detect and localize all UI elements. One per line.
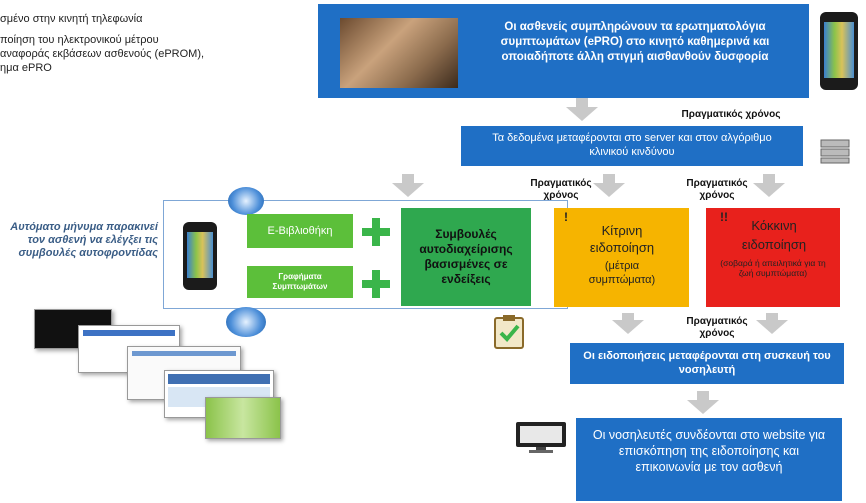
plus-icon (362, 270, 390, 298)
intro-line: σμένο στην κινητή τηλεφωνία (0, 13, 143, 25)
symptom-graphs-label: Γραφήματα Συμπτωμάτων (272, 272, 328, 291)
server-icon (818, 136, 852, 166)
server-box-text: Τα δεδομένα μεταφέρονται στο server και … (492, 132, 772, 158)
intro-line: αναφοράς εκβάσεων ασθενούς (ePROM), (0, 48, 205, 60)
monitor-icon (514, 420, 568, 454)
yellow-alert-mark: ! (564, 210, 568, 224)
nurse-device-box: Οι ειδοποιήσεις μεταφέρονται στη συσκευή… (570, 343, 844, 384)
realtime-label: Πραγματικός χρόνος (686, 316, 748, 339)
patient-survey-box: Οι ασθενείς συμπληρώνουν τα ερωτηματολόγ… (318, 4, 809, 98)
yellow-alert-box: ! Κίτρινη ειδοποίηση (μέτρια συμπτώματα) (554, 208, 689, 307)
elibrary-label: Ε-Βιβλιοθήκη (267, 225, 333, 237)
chat-badge-icon (226, 307, 266, 337)
red-alert-detail: (σοβαρά ή απειλητικά για τη ζωή συμπτώμα… (720, 258, 826, 278)
realtime-label: Πραγματικός χρόνος (681, 109, 781, 120)
server-box: Τα δεδομένα μεταφέρονται στο server και … (461, 126, 803, 166)
intro-text: σμένο στην κινητή τηλεφωνία ποίηση του η… (0, 12, 300, 75)
auto-message-text: Αυτόματο μήνυμα παρακινεί τον ασθενή να … (10, 221, 158, 259)
nurse-device-text: Οι ειδοποιήσεις μεταφέρονται στη συσκευή… (583, 350, 831, 376)
red-alert-mark: !! (720, 210, 728, 224)
patient-photo (340, 18, 458, 88)
intro-line: ποίηση του ηλεκτρονικού μέτρου (0, 34, 159, 46)
symptom-graphs-box: Γραφήματα Συμπτωμάτων (247, 266, 353, 298)
plus-icon (362, 218, 390, 246)
website-text: Οι νοσηλευτές συνδέονται στο website για… (592, 428, 826, 474)
clipboard-check-icon (492, 313, 526, 349)
monitor-badge-icon (228, 187, 264, 215)
realtime-label: Πραγματικός χρόνος (530, 178, 592, 201)
intro-line: ημα ePRO (0, 62, 52, 74)
advice-text: Συμβουλές αυτοδιαχείρισης βασισμένες σε … (419, 227, 513, 286)
website-box: Οι νοσηλευτές συνδέονται στο website για… (576, 418, 842, 501)
yellow-alert-title: Κίτρινη ειδοποίηση (589, 223, 655, 255)
realtime-label: Πραγματικός χρόνος (686, 178, 748, 201)
app-screenshot (205, 397, 281, 439)
yellow-alert-detail: (μέτρια συμπτώματα) (588, 260, 656, 286)
patient-survey-text: Οι ασθενείς συμπληρώνουν τα ερωτηματολόγ… (500, 21, 770, 63)
red-alert-title: Κόκκινη ειδοποίηση (741, 218, 807, 252)
elibrary-box: Ε-Βιβλιοθήκη (247, 214, 353, 248)
advice-box: Συμβουλές αυτοδιαχείρισης βασισμένες σε … (401, 208, 531, 306)
red-alert-box: !! Κόκκινη ειδοποίηση (σοβαρά ή απειλητι… (706, 208, 840, 307)
phone-image-panel (183, 222, 217, 290)
phone-image-top (820, 12, 858, 90)
